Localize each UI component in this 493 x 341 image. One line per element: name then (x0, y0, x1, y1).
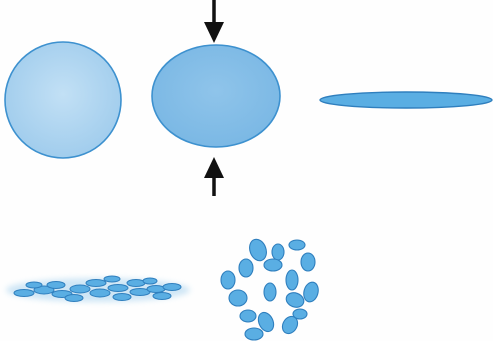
sphere-shape (5, 42, 121, 158)
compressed-ellipse-shape (152, 45, 280, 147)
arrow-up-icon (204, 157, 224, 196)
ring-particle-cluster (221, 237, 320, 340)
flattened-disk-shape (320, 92, 492, 108)
arrow-down-icon (204, 0, 224, 43)
flat-particle-layer (6, 276, 190, 302)
